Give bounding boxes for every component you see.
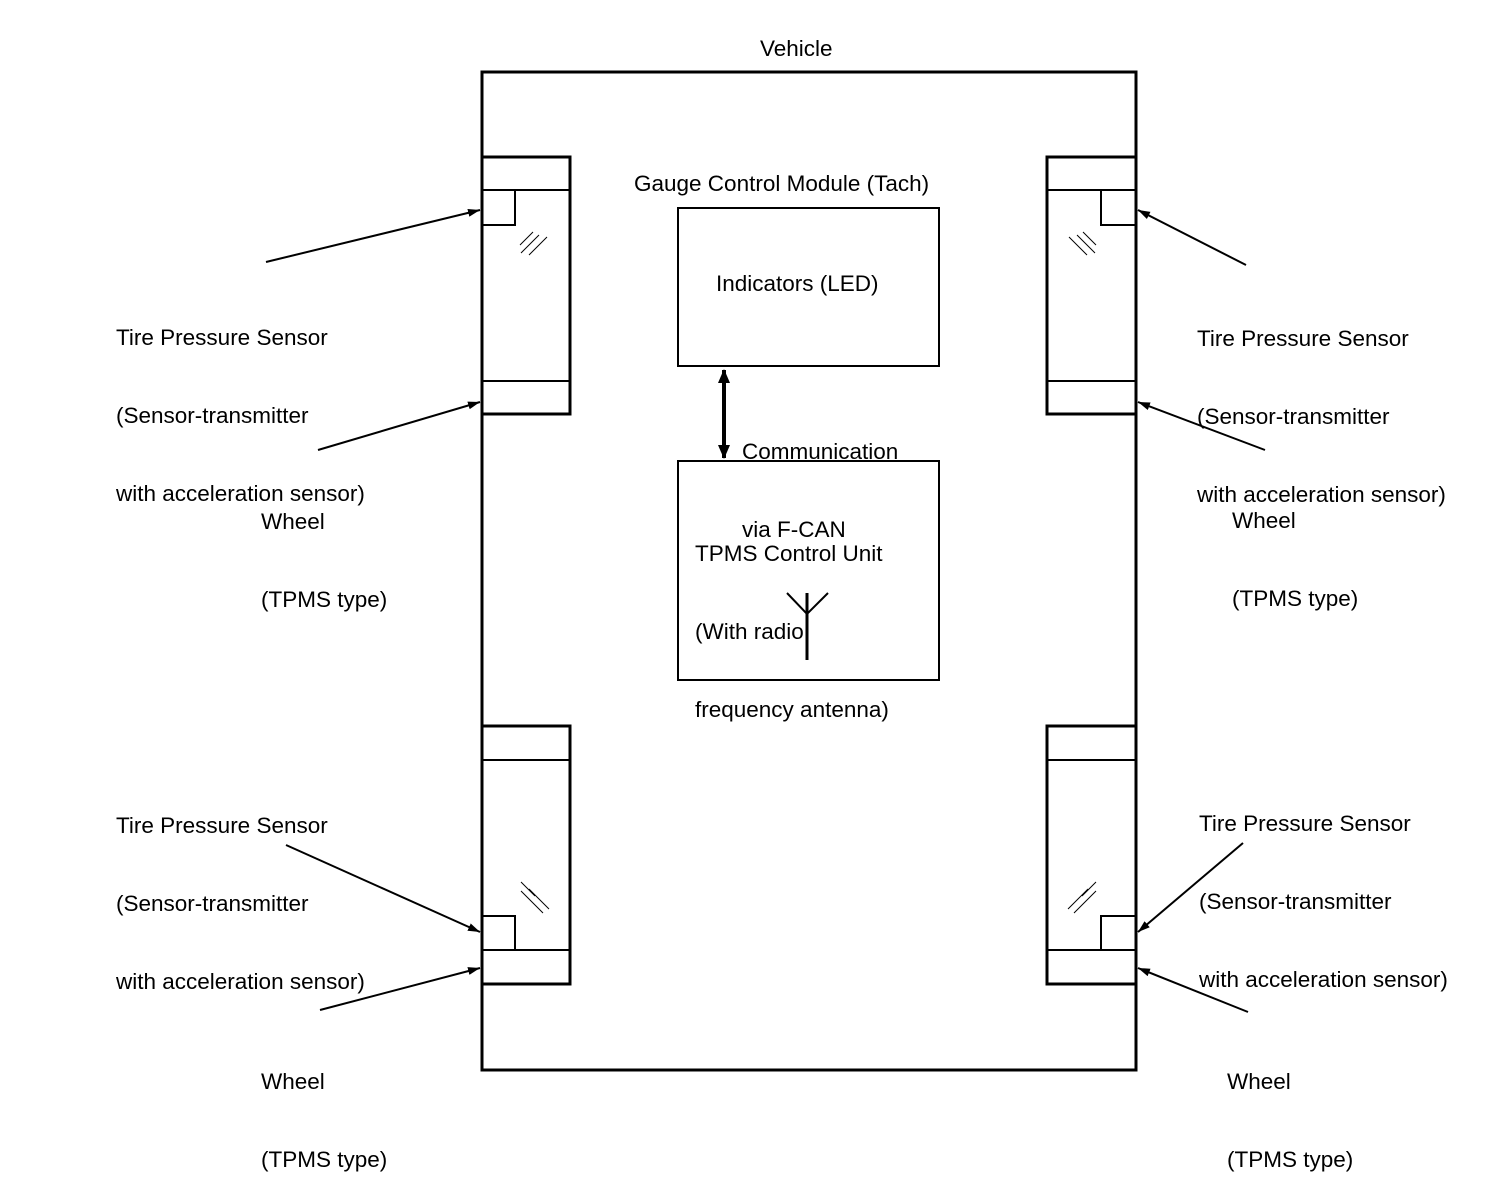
sensor-label-line3: with acceleration sensor): [1199, 967, 1448, 992]
tpms-system-diagram: [265, 70, 1266, 1072]
wheel-label-front-right: Wheel (TPMS type): [1232, 456, 1358, 638]
gauge-control-module-title: Gauge Control Module (Tach): [634, 171, 930, 196]
leader-sensor-rear-right: [1137, 842, 1244, 933]
sensor-label-front-left: Tire Pressure Sensor (Sensor-transmitter…: [116, 273, 365, 533]
wheel-front-right: [1045, 155, 1138, 416]
communication-line2: via F-CAN: [742, 517, 846, 542]
tpms-control-unit-label: TPMS Control Unit (With radio frequency …: [695, 489, 889, 749]
wheel-label-line1: Wheel: [1232, 508, 1296, 533]
wheel-rear-left: [480, 724, 572, 986]
tire-pressure-sensor-rear-left: [482, 881, 550, 950]
sensor-label-line2: (Sensor-transmitter: [1199, 889, 1392, 914]
vehicle-body: [480, 70, 1138, 1072]
sensor-label-line2: (Sensor-transmitter: [1197, 404, 1390, 429]
tpms-unit-line2: (With radio: [695, 619, 804, 644]
leader-sensor-rear-left: [285, 844, 481, 933]
tpms-unit-line1: TPMS Control Unit: [695, 541, 883, 566]
tpms-unit-line3: frequency antenna): [695, 697, 889, 722]
wheel-rear-right: [1045, 724, 1138, 986]
sensor-label-line3: with acceleration sensor): [116, 481, 365, 506]
wheel-label-line2: (TPMS type): [1227, 1147, 1354, 1172]
leader-sensor-front-left: [265, 208, 481, 263]
wheel-label-line2: (TPMS type): [261, 1147, 388, 1172]
leader-wheel-rear-right: [1137, 967, 1249, 1013]
wheel-label-line1: Wheel: [1227, 1069, 1291, 1094]
tire-pressure-sensor-front-right: [1068, 190, 1136, 256]
tire-pressure-sensor-front-left: [482, 190, 548, 256]
sensor-label-line2: (Sensor-transmitter: [116, 891, 309, 916]
wheel-label-line2: (TPMS type): [261, 587, 388, 612]
indicators-box: [677, 207, 940, 367]
wheel-label-line1: Wheel: [261, 1069, 325, 1094]
leader-sensor-front-right: [1137, 209, 1247, 266]
sensor-label-line1: Tire Pressure Sensor: [1199, 811, 1411, 836]
sensor-label-line1: Tire Pressure Sensor: [116, 325, 328, 350]
leader-wheel-front-right: [1137, 401, 1266, 451]
sensor-label-line1: Tire Pressure Sensor: [1197, 326, 1409, 351]
wheel-label-line2: (TPMS type): [1232, 586, 1359, 611]
wheel-label-rear-left: Wheel (TPMS type): [261, 1017, 387, 1199]
sensor-label-rear-right: Tire Pressure Sensor (Sensor-transmitter…: [1199, 759, 1448, 1019]
vehicle-label: Vehicle: [760, 36, 833, 61]
tire-pressure-sensor-rear-right: [1067, 881, 1136, 950]
sensor-label-line3: with acceleration sensor): [1197, 482, 1446, 507]
communication-line1: Communication: [742, 439, 899, 464]
sensor-label-front-right: Tire Pressure Sensor (Sensor-transmitter…: [1197, 274, 1446, 534]
leader-wheel-rear-left: [319, 967, 481, 1011]
sensor-label-rear-left: Tire Pressure Sensor (Sensor-transmitter…: [116, 761, 365, 1021]
indicators-label: Indicators (LED): [716, 271, 879, 296]
wheel-label-line1: Wheel: [261, 509, 325, 534]
communication-label: Communication via F-CAN: [742, 387, 898, 569]
antenna-icon: [786, 592, 829, 660]
sensor-label-line1: Tire Pressure Sensor: [116, 813, 328, 838]
wheel-front-left: [480, 155, 572, 416]
leader-wheel-front-left: [317, 401, 481, 451]
sensor-label-line2: (Sensor-transmitter: [116, 403, 309, 428]
wheel-label-rear-right: Wheel (TPMS type): [1227, 1017, 1353, 1199]
tpms-control-unit-box: [677, 460, 940, 681]
wheel-label-front-left: Wheel (TPMS type): [261, 457, 387, 639]
sensor-label-line3: with acceleration sensor): [116, 969, 365, 994]
